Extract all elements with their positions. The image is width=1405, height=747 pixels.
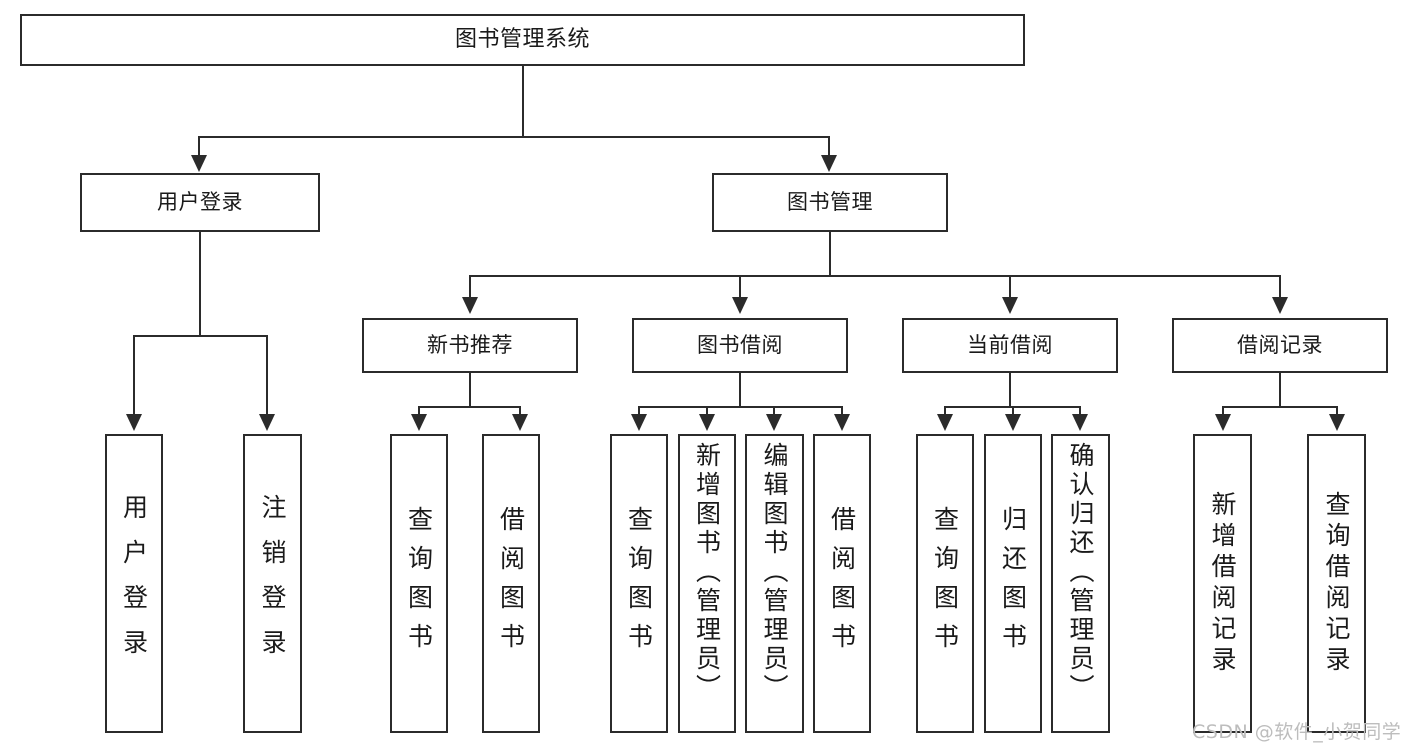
connector-current-drop-2 [1012,406,1014,416]
node-book-borrow[interactable]: 图书借阅 [632,318,848,373]
leaf-record-query[interactable]: 查询借阅记录 [1307,434,1366,733]
node-label: 借阅图书 [496,505,526,662]
arrow-to-leaf-borrow-edit [766,414,782,431]
leaf-record-add[interactable]: 新增借阅记录 [1193,434,1252,733]
arrow-to-leaf-recommend-borrow [512,414,528,431]
node-label: 新增图书（管理员） [692,442,722,703]
node-current-borrow[interactable]: 当前借阅 [902,318,1118,373]
connector-book-manage-drop-3 [1009,275,1011,299]
node-label: 借阅记录 [1237,333,1323,358]
connector-recommend-drop-1 [418,406,420,416]
leaf-user-login[interactable]: 用户登录 [105,434,163,733]
connector-record-stem [1279,373,1281,407]
node-label: 当前借阅 [967,333,1053,358]
arrow-to-leaf-record-add [1215,414,1231,431]
node-user-login[interactable]: 用户登录 [80,173,320,232]
node-new-book-recommend[interactable]: 新书推荐 [362,318,578,373]
arrow-to-leaf-user-login [126,414,142,431]
arrow-to-leaf-borrow-query [631,414,647,431]
connector-user-login-drop-2 [266,335,268,417]
node-label: 图书借阅 [697,333,783,358]
connector-book-manage-bar [469,275,1281,277]
leaf-current-query-book[interactable]: 查询图书 [916,434,974,733]
connector-borrow-drop-4 [841,406,843,416]
node-label: 查询图书 [624,505,654,662]
leaf-borrow-add-book-admin[interactable]: 新增图书（管理员） [678,434,736,733]
node-label: 查询图书 [930,505,960,662]
node-label: 新增借阅记录 [1208,490,1237,677]
node-label: 注销登录 [258,493,287,674]
arrow-to-leaf-logout [259,414,275,431]
arrow-to-leaf-borrow-lend [834,414,850,431]
connector-root-drop-right [828,136,830,157]
arrow-to-leaf-record-query [1329,414,1345,431]
arrow-to-borrow-record [1272,297,1288,314]
arrow-to-current-borrow [1002,297,1018,314]
connector-borrow-bar [638,406,843,408]
arrow-to-user-login [191,155,207,172]
connector-borrow-drop-3 [773,406,775,416]
leaf-borrow-lend-book[interactable]: 借阅图书 [813,434,871,733]
node-label: 归还图书 [998,505,1028,662]
connector-book-manage-drop-4 [1279,275,1281,299]
connector-recommend-bar [418,406,521,408]
connector-current-drop-1 [944,406,946,416]
node-book-management[interactable]: 图书管理 [712,173,948,232]
connector-recommend-stem [469,373,471,407]
connector-root-drop-left [198,136,200,157]
node-label: 新书推荐 [427,333,513,358]
connector-borrow-drop-2 [706,406,708,416]
connector-root-bar [198,136,830,138]
connector-record-drop-2 [1336,406,1338,416]
node-label: 查询借阅记录 [1322,490,1351,677]
node-label: 借阅图书 [827,505,857,662]
watermark-text: CSDN @软件_小贺同学 [1192,721,1402,743]
connector-book-manage-stem [829,232,831,276]
leaf-borrow-query-book[interactable]: 查询图书 [610,434,668,733]
connector-user-login-drop-1 [133,335,135,417]
connector-user-login-bar [133,335,268,337]
arrow-to-new-book-recommend [462,297,478,314]
leaf-logout[interactable]: 注销登录 [243,434,302,733]
node-label: 用户登录 [157,190,243,215]
node-borrow-record[interactable]: 借阅记录 [1172,318,1388,373]
node-label: 查询图书 [404,505,434,662]
arrow-to-book-borrow [732,297,748,314]
arrow-to-leaf-current-return [1005,414,1021,431]
connector-record-bar [1222,406,1338,408]
node-label: 编辑图书（管理员） [760,442,789,703]
arrow-to-book-manage [821,155,837,172]
node-label: 图书管理 [787,190,873,215]
connector-record-drop-1 [1222,406,1224,416]
arrow-to-leaf-borrow-add [699,414,715,431]
leaf-current-return-book[interactable]: 归还图书 [984,434,1042,733]
connector-current-stem [1009,373,1011,407]
leaf-recommend-query-book[interactable]: 查询图书 [390,434,448,733]
node-label: 确认归还（管理员） [1066,442,1095,703]
leaf-current-confirm-return-admin[interactable]: 确认归还（管理员） [1051,434,1110,733]
connector-borrow-stem [739,373,741,407]
connector-book-manage-drop-1 [469,275,471,299]
connector-recommend-drop-2 [519,406,521,416]
connector-book-manage-drop-2 [739,275,741,299]
node-label: 图书管理系统 [454,27,590,53]
connector-borrow-drop-1 [638,406,640,416]
csdn-watermark: CSDN @软件_小贺同学 [1192,717,1401,744]
arrow-to-leaf-current-query [937,414,953,431]
node-label: 用户登录 [119,493,149,674]
arrow-to-leaf-recommend-query [411,414,427,431]
leaf-recommend-borrow-book[interactable]: 借阅图书 [482,434,540,733]
connector-user-login-stem [199,232,201,336]
node-root-system[interactable]: 图书管理系统 [20,14,1025,66]
connector-root-stem [522,66,524,137]
leaf-borrow-edit-book-admin[interactable]: 编辑图书（管理员） [745,434,804,733]
arrow-to-leaf-current-confirm [1072,414,1088,431]
connector-current-drop-3 [1079,406,1081,416]
